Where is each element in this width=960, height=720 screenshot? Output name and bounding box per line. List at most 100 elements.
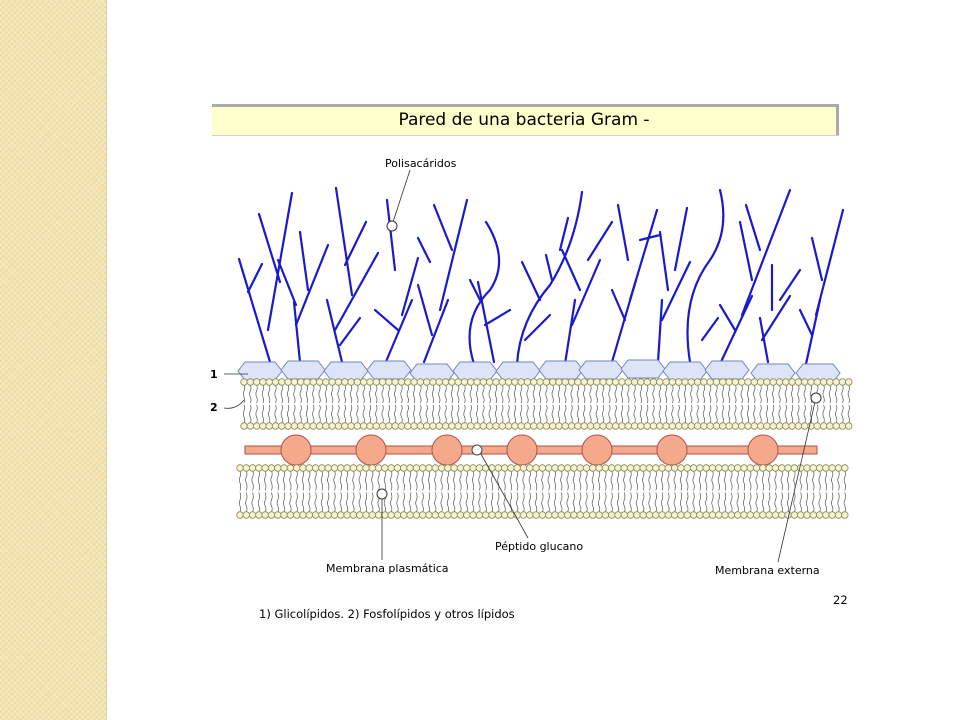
plasma-membrane-lipid-head-bottom — [261, 511, 269, 519]
outer-membrane-lipid-tail-top — [469, 384, 472, 404]
outer-membrane-lipid-head-top — [819, 378, 828, 386]
peptidoglycan-label: Péptido glucano — [495, 540, 584, 553]
plasma-membrane-lipid-tail-top — [799, 470, 802, 491]
outer-membrane-lipid-head-bottom — [315, 422, 324, 430]
polysaccharide-branch — [616, 203, 630, 262]
polysaccharide-branch — [558, 216, 570, 252]
plasma-membrane-lipid-head-top — [337, 464, 345, 472]
outer-membrane-lipid-tail-top — [532, 384, 535, 404]
polysaccharide-chains — [237, 186, 845, 366]
outer-membrane-lipid-head-bottom — [240, 422, 248, 430]
outer-membrane-lipid-head-bottom — [832, 422, 840, 430]
plasma-membrane-lipid-tail-bottom — [371, 492, 374, 513]
plasma-membrane-lipid-head-bottom — [608, 511, 616, 519]
plasma-membrane-lipid-head-top — [639, 464, 647, 472]
outer-membrane-lipid-head-bottom — [599, 422, 607, 430]
outer-membrane-lipid-tail-bottom — [255, 404, 258, 424]
plasma-membrane-lipid-tail-top — [642, 470, 645, 491]
polysaccharide-branch — [520, 260, 542, 302]
outer-membrane-lipid-head-bottom — [542, 422, 551, 430]
plasma-membrane-lipid-head-top — [255, 464, 263, 472]
outer-membrane-lipid-tail-bottom — [683, 404, 687, 424]
plasma-membrane-lipid-head-top — [696, 464, 704, 472]
figure-caption: 1) Glicolípidos. 2) Fosfolípidos y otros… — [259, 607, 515, 621]
outer-membrane-lipid-head-bottom — [706, 422, 714, 430]
plasma-membrane-lipid-head-bottom — [841, 511, 849, 519]
polysaccharide-chain — [758, 263, 802, 364]
plasma-membrane-lipid-tail-top — [654, 470, 657, 491]
plasma-membrane-lipid-head-bottom — [437, 511, 446, 519]
outer-membrane-lipid-tail-top — [343, 384, 346, 404]
plasma-membrane-lipid-head-bottom — [809, 511, 817, 519]
outer-membrane-lipid-head-top — [763, 378, 771, 386]
plasma-membrane-lipid-head-top — [318, 464, 326, 472]
outer-membrane-lipid-head-top — [712, 378, 721, 386]
plasma-membrane-lipid-tail-top — [245, 470, 248, 491]
outer-membrane-lipid-head-bottom — [649, 422, 658, 430]
outer-membrane-lipid-head-bottom — [391, 422, 399, 430]
plasma-membrane-lipid-tail-top — [352, 470, 355, 491]
outer-membrane-lipid-head-bottom — [473, 422, 481, 430]
outer-membrane-lipid-tail-bottom — [356, 404, 359, 424]
glycolipid-hexagon — [578, 360, 624, 380]
outer-membrane-lipid-head-top — [643, 378, 651, 386]
plasma-membrane-lipid-tail-top — [333, 470, 336, 491]
plasma-membrane-lipid-tail-bottom — [453, 492, 456, 513]
plasma-membrane-lipid-tail-bottom — [257, 492, 260, 513]
polysaccharide-branch — [523, 313, 552, 342]
plasma-membrane-lipid-head-bottom — [393, 511, 402, 519]
plasma-membrane-lipid-tail-bottom — [346, 492, 349, 513]
outer-membrane-lipid-head-top — [523, 378, 532, 386]
outer-membrane-lipid-tail-top — [690, 384, 693, 404]
plasma-membrane-lipid-head-bottom — [431, 511, 439, 519]
plasma-membrane-lipid-head-top — [734, 464, 742, 472]
plasma-membrane-lipid-tail-bottom — [780, 492, 783, 513]
outer-membrane-lipid-tail-bottom — [293, 404, 296, 424]
outer-membrane-lipid-tail-bottom — [488, 404, 491, 424]
outer-membrane-lipid-tail-bottom — [532, 404, 535, 424]
plasma-membrane-lipid-tail-top — [616, 470, 620, 491]
plasma-membrane-lipid-head-top — [790, 464, 799, 472]
polysaccharide-branch — [738, 220, 754, 282]
outer-membrane-lipid-tail-top — [287, 384, 290, 404]
plasma-membrane-lipid-tail-bottom — [717, 492, 720, 513]
plasma-membrane-lipid-head-top — [545, 464, 553, 472]
plasma-membrane-lipid-tail-top — [818, 470, 821, 491]
outer-membrane-lipid-head-bottom — [366, 422, 374, 430]
plasma-membrane-lipid-head-top — [582, 464, 591, 472]
plasma-membrane-lipid-tail-bottom — [787, 492, 790, 513]
outer-membrane-lipid-tail-top — [526, 384, 529, 404]
polysaccharide-chain — [798, 208, 845, 366]
outer-membrane-lipid-head-top — [492, 378, 500, 386]
plasma-membrane-lipid-head-top — [715, 464, 723, 472]
outer-membrane-lipid-tail-top — [728, 384, 731, 404]
outer-membrane-lipid-tail-top — [261, 384, 264, 404]
plasma-membrane-lipid-tail-top — [717, 470, 720, 491]
plasma-membrane-lipid-tail-bottom — [843, 492, 846, 513]
outer-membrane-lipid-tail-bottom — [387, 404, 390, 424]
polysaccharides-label: Polisacáridos — [385, 157, 457, 170]
outer-membrane-lipid-head-bottom — [523, 422, 532, 430]
plasma-membrane-lipid-head-bottom — [469, 511, 477, 519]
outer-membrane-lipid-head-top — [246, 378, 254, 386]
outer-membrane-lipid-tail-bottom — [406, 404, 409, 424]
plasma-membrane-lipid-tail-top — [295, 470, 298, 491]
outer-membrane-lipid-head-top — [278, 378, 286, 386]
plasma-membrane-lipid-tail-top — [308, 470, 311, 491]
peptidoglycan-unit — [280, 434, 312, 466]
plasma-membrane-lipid-head-top — [765, 464, 773, 472]
plasma-membrane-lipid-tail-top — [484, 470, 487, 491]
outer-membrane-lipid-tail-top — [280, 384, 283, 404]
outer-membrane-lipid-head-bottom — [756, 422, 765, 430]
outer-membrane-lipid-head-top — [782, 378, 790, 386]
polysaccharide-branch — [660, 260, 692, 322]
polysaccharide-branch — [246, 262, 264, 294]
plasma-membrane-lipid-head-top — [494, 464, 502, 472]
outer-membrane-lipid-head-bottom — [385, 422, 393, 430]
plasma-membrane-lipid-tail-top — [730, 470, 733, 491]
outer-membrane-marker-dot — [810, 392, 822, 404]
outer-membrane-lipid-head-bottom — [378, 422, 387, 430]
plasma-membrane-lipid-head-top — [841, 464, 849, 472]
plasma-membrane-lipid-head-top — [450, 464, 458, 472]
outer-membrane-lipid-tail-top — [841, 384, 844, 404]
